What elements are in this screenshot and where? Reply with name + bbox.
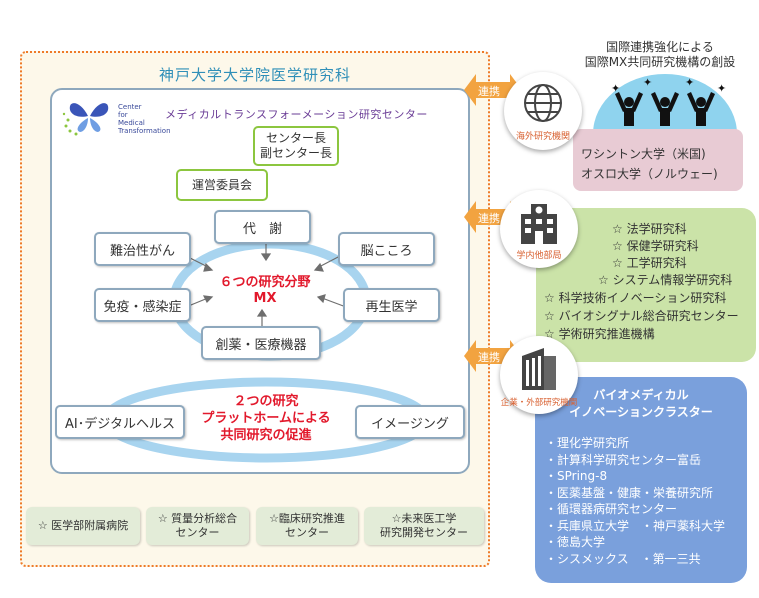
internal-item: ☆ バイオシグナル総合研究センター [544, 309, 739, 323]
field-metabolism: 代 謝 [214, 210, 311, 244]
office-building-icon [522, 348, 556, 390]
external-circle: 企業・外部研究機関 [500, 336, 578, 414]
external-icon-label: 企業・外部研究機関 [500, 398, 578, 408]
link-label-internal: 連携 [478, 212, 500, 225]
director-box: センター長 副センター長 [253, 126, 339, 166]
external-item: ・計算科学研究センター富岳 [545, 452, 702, 467]
globe-icon [524, 84, 562, 122]
intl-item-oslo: オスロ大学（ノルウェー) [581, 167, 718, 181]
bottom-box-clinical: ☆臨床研究推進 センター [256, 507, 358, 545]
international-panel: ワシントン大学（米国) オスロ大学（ノルウェー) [573, 129, 743, 191]
platform-ai-digital-health: AI･デジタルヘルス [55, 405, 185, 439]
building-icon [521, 204, 557, 244]
intl-item-washington: ワシントン大学（米国) [581, 147, 706, 161]
external-list: ・理化学研究所 ・計算科学研究センター富岳 ・SPring-8 ・医薬基盤・健康… [545, 435, 725, 567]
logo-text: Center for Medical Transformation [118, 103, 171, 135]
external-item: ・徳島大学 [545, 535, 606, 549]
internal-item: ☆ 学術研究推進機構 [544, 327, 655, 341]
svg-text:✦: ✦ [685, 76, 694, 89]
platforms-center-label: ２つの研究 プラットホームによる 共同研究の促進 [201, 394, 331, 443]
platform-imaging: イメージング [355, 405, 465, 439]
external-panel: バイオメディカル イノベーションクラスター ・理化学研究所 ・計算科学研究センタ… [535, 377, 747, 583]
center-name: メディカルトランスフォーメーション研究センター [165, 108, 428, 121]
butterfly-logo-icon [62, 103, 109, 136]
internal-item: ☆ 科学技術イノベーション研究科 [544, 291, 727, 305]
people-celebrating-icon: ✦ ✦ ✦ ✦ [593, 74, 737, 134]
external-item: ・兵庫県立大学 ・神戸薬科大学 [545, 518, 726, 533]
international-circle: 海外研究機関 [504, 72, 582, 150]
international-icon-label: 海外研究機関 [515, 132, 570, 142]
bottom-box-future-med-eng: ☆未来医工学 研究開発センター [364, 507, 484, 545]
internal-item: ☆ 保健学研究科 [612, 239, 699, 253]
internal-item: ☆ システム情報学研究科 [598, 273, 733, 287]
link-label-international: 連携 [478, 85, 500, 98]
field-drug-device: 創薬・医療機器 [201, 326, 321, 360]
external-title: バイオメディカル イノベーションクラスター [569, 388, 713, 419]
international-title: 国際連携強化による 国際MX共同研究機構の創設 [584, 40, 736, 69]
external-item: ・シスメックス ・第一三共 [545, 551, 701, 566]
field-intractable-cancer: 難治性がん [94, 232, 191, 266]
external-item: ・医薬基盤・健康・栄養研究所 [545, 485, 714, 500]
internal-circle: 学内他部局 [500, 190, 578, 268]
svg-text:✦: ✦ [643, 76, 652, 89]
bottom-box-mass-spec: ☆ 質量分析総合 センター [146, 507, 249, 545]
internal-item: ☆ 工学研究科 [612, 256, 687, 270]
external-item: ・循環器病研究センター [545, 502, 678, 516]
fields-center-label: ６つの研究分野 MX [219, 275, 311, 306]
faculty-title: 神戸大学大学院医学研究科 [158, 66, 351, 84]
svg-text:✦: ✦ [611, 82, 620, 95]
svg-text:✦: ✦ [717, 82, 726, 95]
link-label-external: 連携 [478, 351, 500, 364]
field-brain-mind: 脳こころ [338, 232, 435, 266]
field-immunity: 免疫・感染症 [94, 288, 191, 322]
bottom-box-hospital: ☆ 医学部附属病院 [26, 507, 140, 545]
internal-icon-label: 学内他部局 [516, 251, 562, 261]
external-item: ・SPring-8 [545, 469, 608, 483]
field-regenerative: 再生医学 [343, 288, 440, 322]
external-item: ・理化学研究所 [545, 436, 630, 450]
internal-item: ☆ 法学研究科 [612, 222, 687, 236]
committee-box: 運営委員会 [176, 169, 268, 201]
